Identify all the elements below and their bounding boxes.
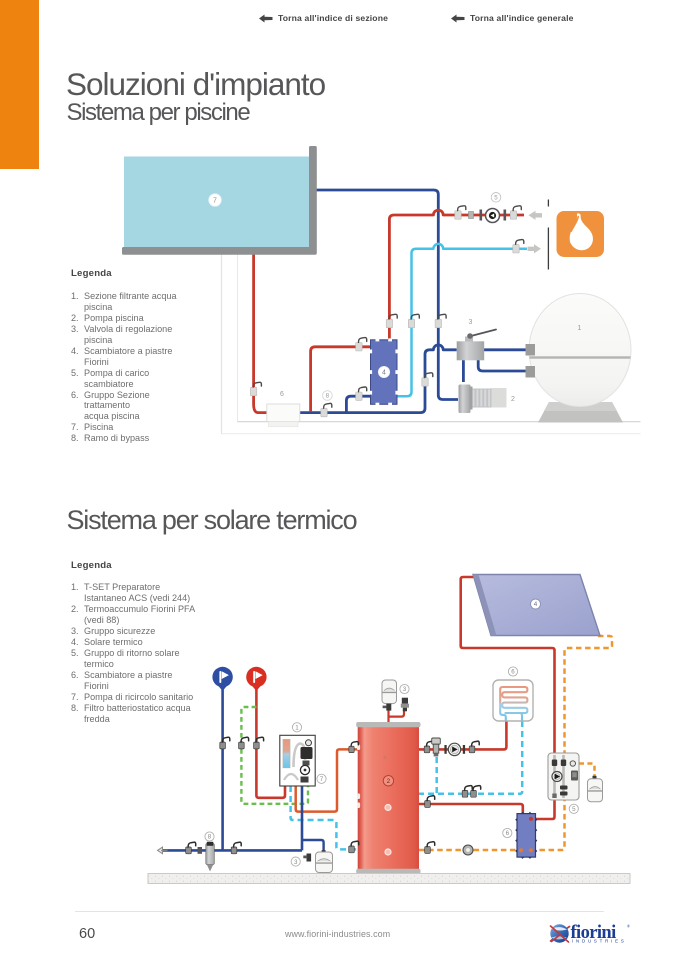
svg-text:2: 2 [511, 396, 515, 403]
svg-text:5: 5 [572, 806, 576, 813]
svg-text:7: 7 [320, 776, 324, 783]
svg-text:8: 8 [208, 834, 212, 841]
svg-text:2: 2 [387, 778, 391, 785]
svg-text:6: 6 [506, 830, 510, 837]
svg-text:INDUSTRIES: INDUSTRIES [572, 939, 627, 944]
svg-text:6: 6 [511, 669, 515, 676]
svg-text:1: 1 [295, 725, 299, 732]
svg-text:3: 3 [294, 859, 298, 866]
svg-text:6: 6 [280, 391, 284, 398]
svg-text:4: 4 [534, 601, 538, 608]
svg-text:4: 4 [382, 370, 386, 377]
svg-text:3: 3 [469, 319, 473, 326]
svg-text:3: 3 [403, 686, 407, 693]
svg-text:5: 5 [494, 195, 498, 202]
svg-text:8: 8 [326, 393, 330, 400]
svg-text:®: ® [627, 924, 630, 929]
svg-text:fiorini: fiorini [571, 923, 617, 943]
svg-text:7: 7 [213, 198, 217, 205]
svg-text:1: 1 [578, 325, 582, 332]
